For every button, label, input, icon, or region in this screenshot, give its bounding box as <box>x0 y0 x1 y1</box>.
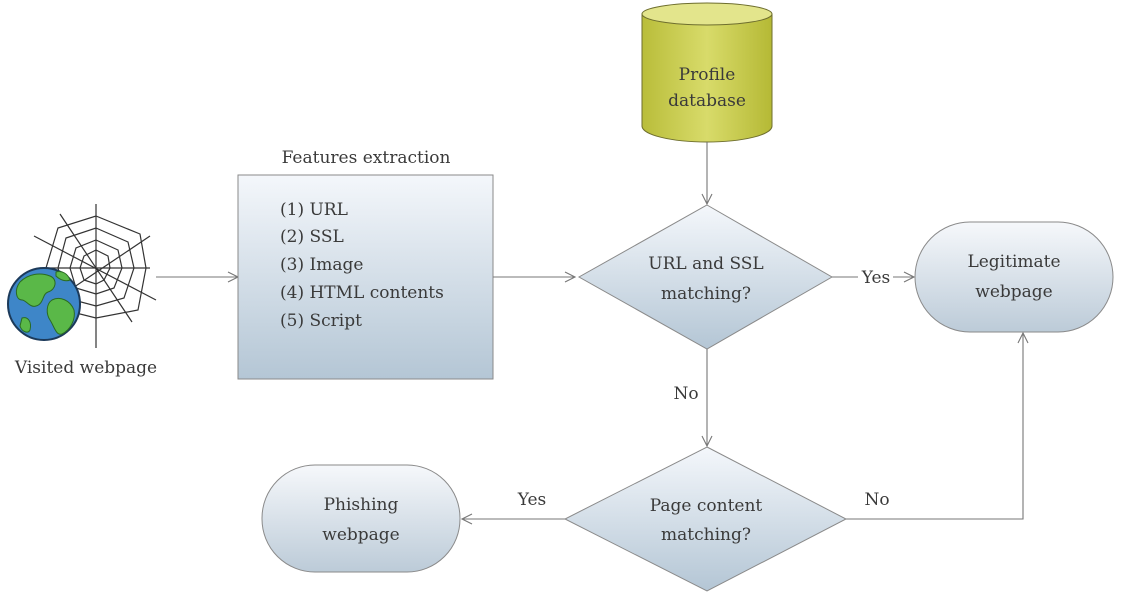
profile-database-cylinder: Profile database <box>641 2 773 143</box>
database-label-line2: database <box>668 91 746 111</box>
globe-icon <box>7 267 81 341</box>
decision-url-ssl-line1: URL and SSL <box>648 254 763 274</box>
decision-content-line2: matching? <box>661 525 751 545</box>
phishing-line1: Phishing <box>324 495 399 515</box>
feature-item: (3) Image <box>280 255 363 275</box>
edge-label-no-legit: No <box>864 490 889 510</box>
legitimate-webpage-terminal: Legitimate webpage <box>914 221 1114 333</box>
decision-page-content: Page content matching? <box>563 446 848 592</box>
decision-url-ssl: URL and SSL matching? <box>577 204 834 350</box>
visited-webpage-icon: Visited webpage <box>7 204 157 378</box>
feature-item: (1) URL <box>280 200 348 220</box>
feature-item: (2) SSL <box>280 227 344 247</box>
database-label-line1: Profile <box>679 65 736 85</box>
features-extraction-box: Features extraction (1) URL (2) SSL (3) … <box>237 148 494 380</box>
decision-content-line1: Page content <box>650 496 763 516</box>
phishing-webpage-terminal: Phishing webpage <box>261 464 461 573</box>
arrow-content-to-legit <box>846 333 1023 520</box>
feature-item: (5) Script <box>280 311 362 331</box>
edge-label-yes-phishing: Yes <box>517 490 547 510</box>
features-extraction-title: Features extraction <box>282 148 451 168</box>
visited-webpage-label: Visited webpage <box>14 358 157 378</box>
phishing-line2: webpage <box>322 525 399 545</box>
decision-url-ssl-line2: matching? <box>661 284 751 304</box>
legitimate-line2: webpage <box>975 282 1052 302</box>
feature-item: (4) HTML contents <box>280 283 444 303</box>
edge-label-yes-legit: Yes <box>861 268 891 288</box>
legitimate-line1: Legitimate <box>967 252 1060 272</box>
edge-label-no-content: No <box>673 384 698 404</box>
